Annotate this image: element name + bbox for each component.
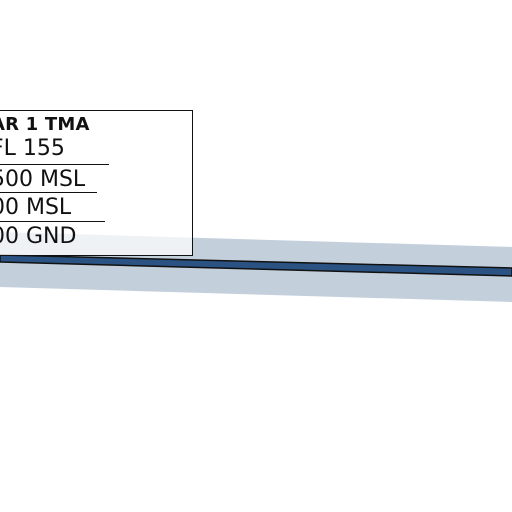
altitude-divider: [0, 221, 105, 222]
altitude-line-3: 00 MSL: [0, 195, 72, 220]
altitude-upper-limit: FL 155: [0, 136, 65, 161]
airspace-name: AR 1 TMA: [0, 114, 90, 135]
altitude-line-2: 500 MSL: [0, 167, 86, 192]
airspace-label-box[interactable]: AR 1 TMA FL 155 500 MSL 00 MSL 00 GND: [0, 110, 193, 256]
altitude-divider: [0, 164, 109, 165]
route-line[interactable]: [0, 254, 512, 277]
altitude-divider: [0, 192, 97, 193]
altitude-lower-limit: 00 GND: [0, 224, 77, 249]
